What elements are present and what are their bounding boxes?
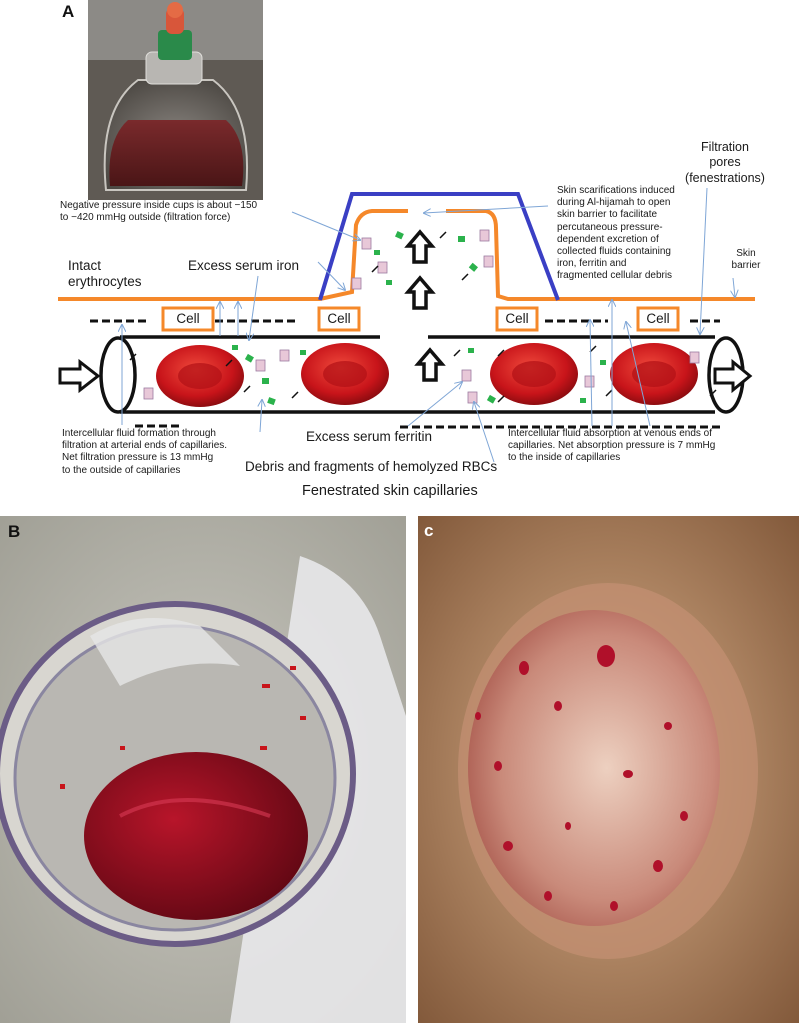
absorption-note: Intercellular fluid absorption at venous… bbox=[508, 428, 716, 464]
cell-boxes bbox=[161, 306, 680, 332]
panel-b-photo bbox=[0, 516, 406, 1023]
cup-outline bbox=[318, 192, 560, 301]
capillary-diagram bbox=[58, 187, 755, 463]
filtration-pores-label: Filtration pores (fenestrations) bbox=[685, 140, 765, 185]
debris-particles bbox=[129, 229, 717, 406]
pressure-note: Negative pressure inside cups is about −… bbox=[60, 200, 258, 224]
leader-lines bbox=[122, 187, 735, 463]
panel-label-b: B bbox=[8, 522, 21, 541]
red-blood-cells bbox=[156, 343, 698, 407]
excess-serum-iron-label: Excess serum iron bbox=[188, 258, 300, 273]
flow-arrow-in bbox=[58, 358, 101, 394]
panel-label-c: c bbox=[424, 521, 434, 540]
cell-label-3: Cell bbox=[505, 311, 529, 326]
filtration-note: Intercellular fluid formation through fi… bbox=[62, 428, 228, 476]
skin-barrier-line bbox=[58, 209, 755, 301]
cell-label-1: Cell bbox=[176, 311, 200, 326]
capillary-end-left bbox=[99, 336, 137, 414]
cup-photo bbox=[88, 0, 263, 200]
intact-erythrocytes-label: Intact erythrocytes bbox=[68, 258, 142, 290]
upward-arrows bbox=[404, 229, 446, 382]
skin-barrier-label: Skin barrier bbox=[731, 248, 761, 272]
panel-label-a: A bbox=[62, 2, 75, 21]
fenestration-dashes bbox=[90, 319, 720, 429]
diagram-caption: Fenestrated skin capillaries bbox=[302, 483, 478, 499]
cell-label-4: Cell bbox=[646, 311, 670, 326]
excess-serum-ferritin-label: Excess serum ferritin bbox=[306, 429, 433, 444]
scarification-note: Skin scarifications induced during Al-hi… bbox=[557, 185, 675, 282]
panel-c-photo bbox=[418, 516, 799, 1023]
flow-arrow-out bbox=[713, 358, 753, 394]
cell-label-2: Cell bbox=[327, 311, 351, 326]
debris-label: Debris and fragments of hemolyzed RBCs bbox=[245, 459, 498, 474]
